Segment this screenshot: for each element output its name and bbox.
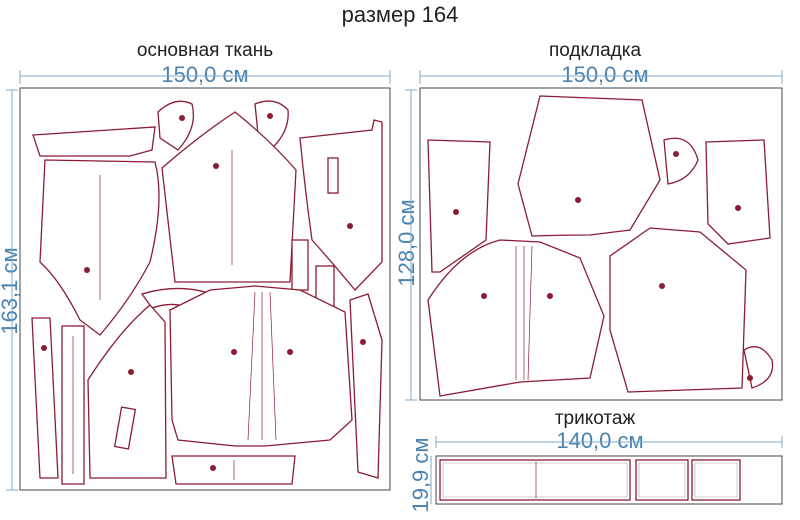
- pattern-piece: [663, 137, 699, 185]
- pattern-piece: [291, 239, 309, 291]
- pattern-piece: [705, 139, 771, 245]
- lining-width: 150,0 см: [561, 62, 649, 87]
- pattern-piece: [171, 455, 296, 485]
- main-fabric-frame: [19, 87, 391, 491]
- piece-label-marks: [453, 151, 753, 381]
- pattern-piece: [169, 285, 353, 447]
- pattern-piece: [349, 293, 383, 479]
- pattern-piece: [439, 459, 631, 501]
- lining-block: [405, 70, 783, 401]
- knit-label: трикотаж: [554, 408, 636, 429]
- lining-label: подкладка: [548, 40, 642, 61]
- pattern-piece: [327, 157, 339, 194]
- pattern-piece: [609, 227, 747, 393]
- knit-block: [430, 436, 783, 505]
- page-title: размер 164: [341, 2, 459, 27]
- pattern-piece: [32, 126, 156, 157]
- pattern-piece: [635, 459, 689, 501]
- pattern-piece: [517, 95, 661, 237]
- pattern-piece: [691, 459, 741, 501]
- pattern-piece: [113, 406, 137, 450]
- lining-frame: [419, 87, 783, 401]
- main-fabric-width: 150,0 см: [161, 62, 249, 87]
- pattern-piece: [299, 119, 383, 291]
- knit-frame: [435, 455, 783, 505]
- piece-label-marks: [41, 113, 366, 471]
- pattern-piece: [743, 346, 774, 389]
- pattern-piece: [39, 159, 160, 336]
- pattern-piece: [157, 100, 195, 151]
- main-fabric-block: [6, 70, 391, 491]
- main-fabric-label: основная ткань: [136, 40, 274, 61]
- pattern-piece: [87, 304, 167, 479]
- knit-width: 140,0 см: [556, 428, 644, 453]
- pattern-piece: [427, 139, 491, 273]
- pattern-piece: [161, 111, 297, 283]
- pattern-piece: [31, 317, 59, 479]
